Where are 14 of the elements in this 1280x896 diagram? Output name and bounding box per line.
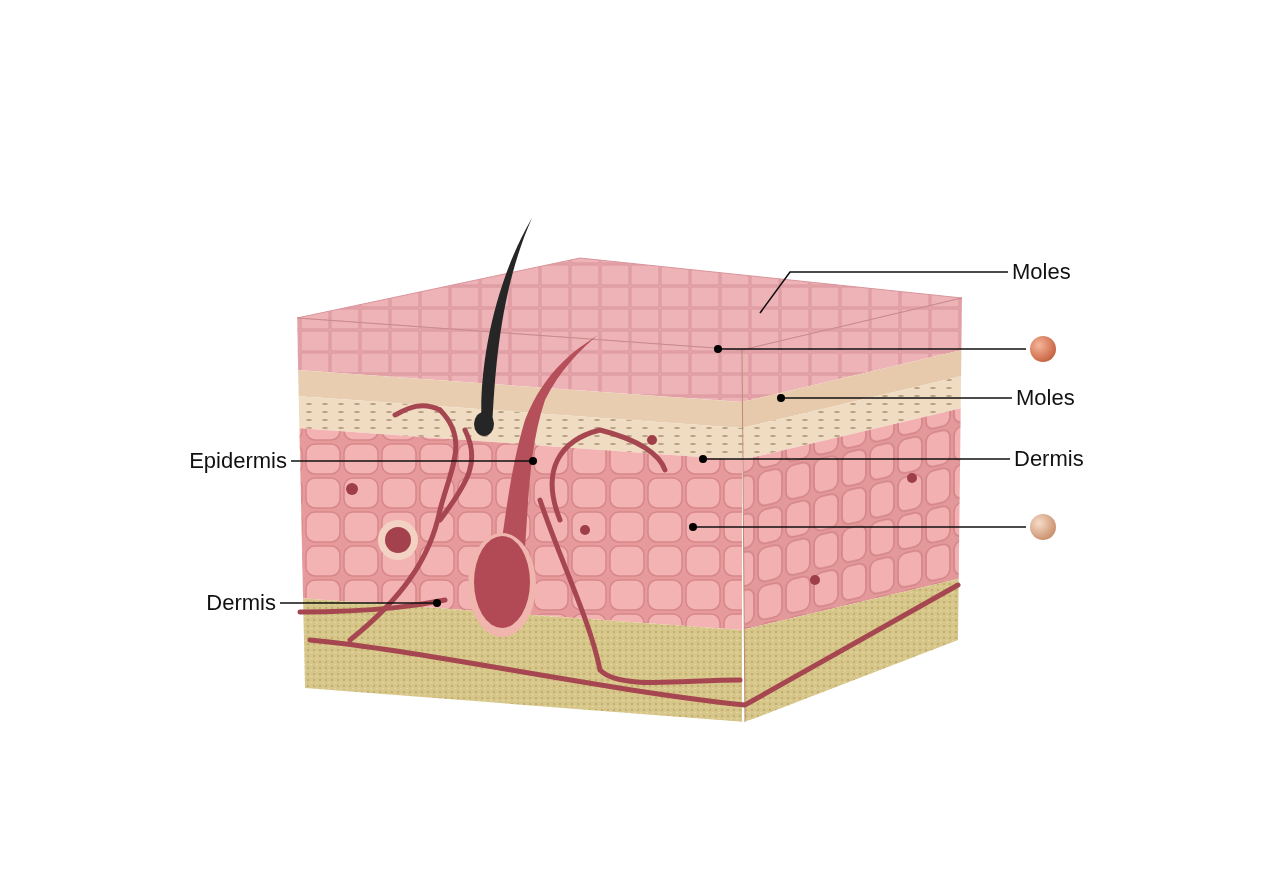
sphere-icon (1030, 336, 1056, 362)
part-label: Dermis (1014, 446, 1084, 472)
leader-line (714, 345, 1027, 353)
leader-line (759, 271, 1009, 314)
part-label: Moles (1016, 385, 1075, 411)
leader-line (689, 523, 1027, 531)
sphere-icon (1030, 514, 1056, 540)
part-label: Moles (1012, 259, 1071, 285)
leader-line (699, 455, 1011, 463)
part-label: Dermis (206, 590, 276, 616)
part-label: Epidermis (189, 448, 287, 474)
leader-line (279, 599, 441, 607)
leader-line (290, 457, 537, 465)
leader-line (777, 394, 1013, 402)
